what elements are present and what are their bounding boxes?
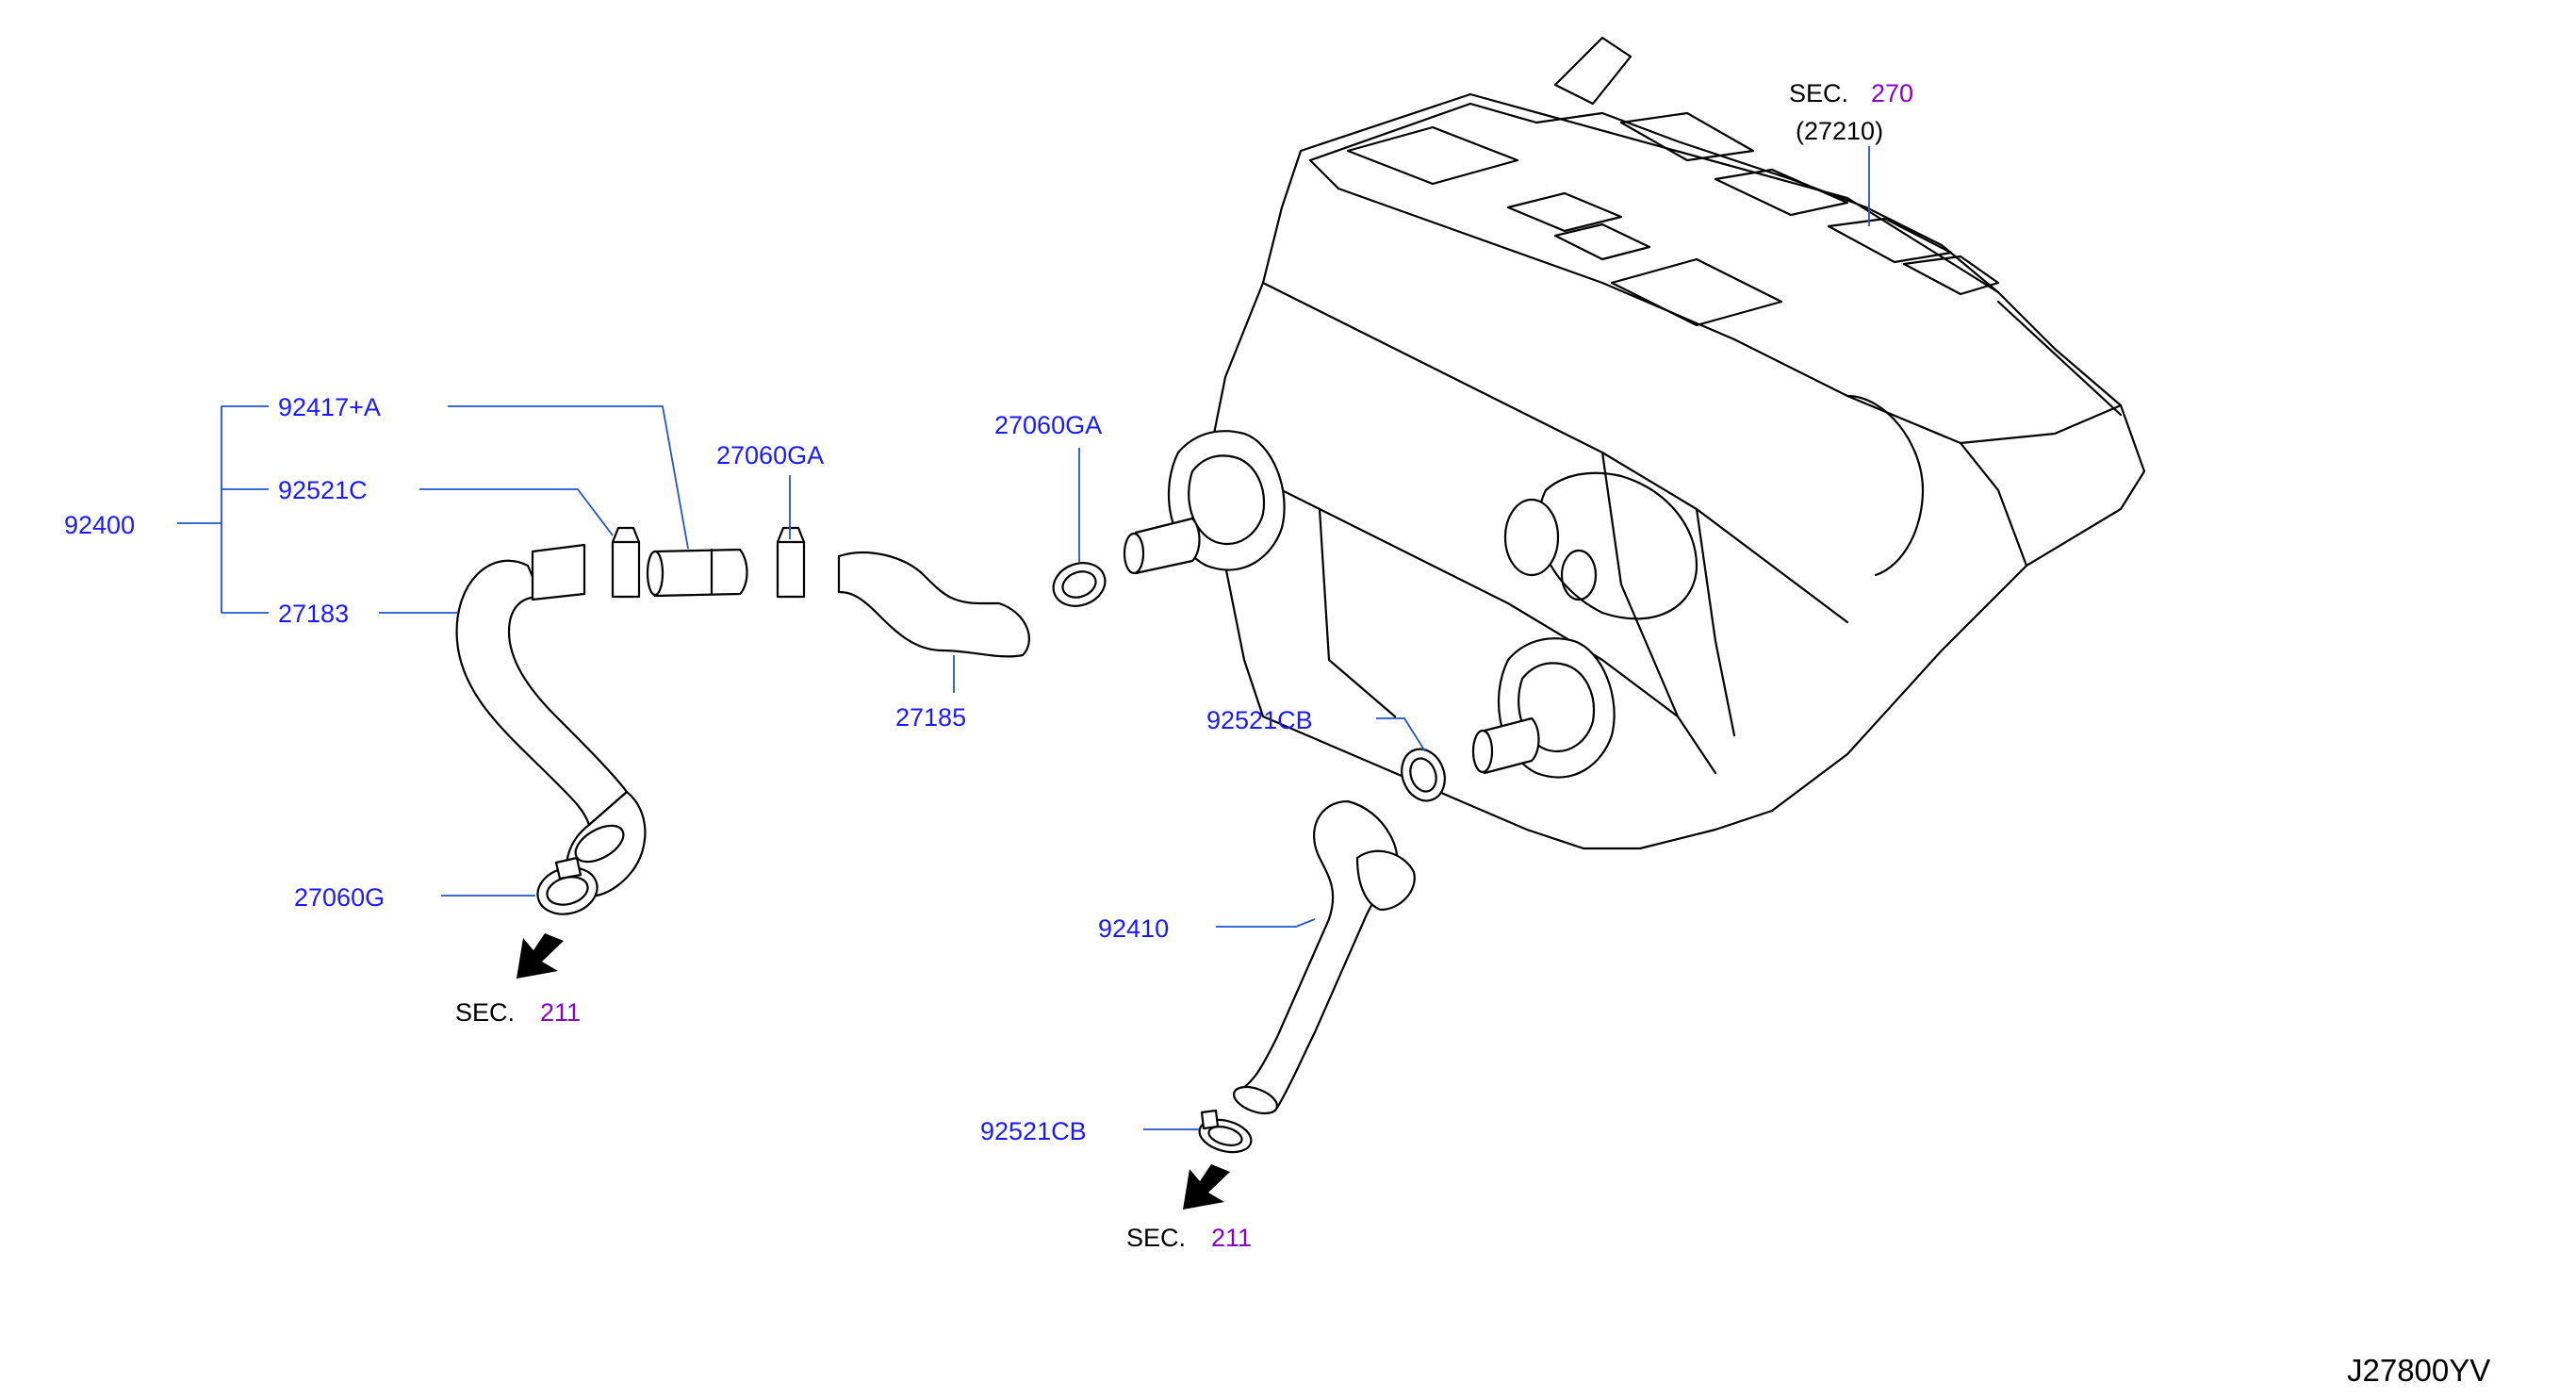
leader-lines [177, 146, 1870, 1130]
label-27060ga: 27060GA [994, 411, 1102, 439]
clamp-92521cb-lower [1198, 1109, 1253, 1154]
hose-27185 [837, 551, 1030, 658]
label-92521c: 92521C [278, 476, 368, 504]
label-27185: 27185 [895, 703, 966, 732]
label-27210: (27210) [1796, 117, 1883, 145]
sec-bottom-number[interactable]: 211 [1211, 1224, 1252, 1252]
heater-unit-drawing [1123, 36, 2146, 850]
hose-92410 [1232, 799, 1416, 1115]
label-92521cb-lower: 92521CB [980, 1117, 1087, 1145]
sec-bottom-prefix: SEC. [1126, 1224, 1186, 1252]
label-27060ga-upper: 27060GA [716, 441, 824, 469]
clamp-27060ga [1052, 562, 1107, 607]
arrow-bottom-down-icon [1183, 1164, 1230, 1210]
sec-left-prefix: SEC. [455, 998, 515, 1027]
arrow-left-down-icon [517, 933, 564, 979]
diagram-id: J27800YV [2347, 1353, 2490, 1388]
label-92521cb-upper: 92521CB [1206, 706, 1313, 734]
label-92417a: 92417+A [278, 393, 381, 421]
label-92410: 92410 [1098, 914, 1169, 943]
label-27060g: 27060G [294, 883, 385, 912]
clamp-92521c [611, 526, 641, 599]
sec-top-prefix: SEC. [1789, 79, 1848, 107]
clamp-92521cb-upper [1401, 748, 1446, 802]
label-92400: 92400 [64, 511, 135, 539]
label-27183: 27183 [278, 600, 349, 628]
sec-top-number[interactable]: 270 [1871, 79, 1913, 107]
clamp-27060ga-small [776, 526, 806, 599]
connector-92417a [646, 548, 748, 598]
sec-left-number[interactable]: 211 [540, 998, 581, 1027]
clamp-27060g [536, 856, 599, 915]
